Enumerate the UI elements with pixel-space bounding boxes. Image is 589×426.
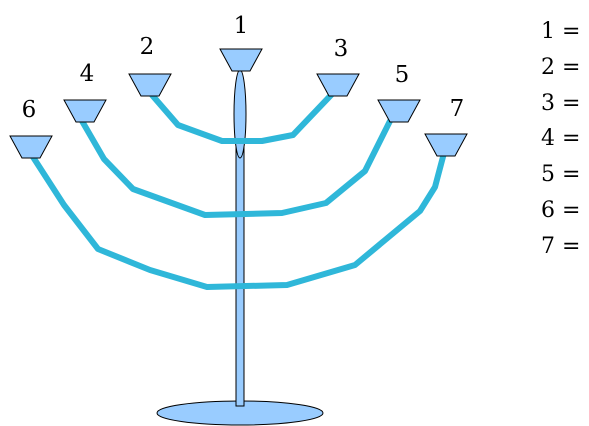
cup-7-label: 7 xyxy=(450,96,465,122)
legend-item: 2 = xyxy=(541,55,580,80)
cup-5-label: 5 xyxy=(395,62,410,88)
cup-6-label: 6 xyxy=(22,97,37,123)
cup-4-label: 4 xyxy=(80,61,95,87)
cup-2-label: 2 xyxy=(140,34,155,60)
legend: 1 = 2 = 3 = 4 = 5 = 6 = 7 = xyxy=(541,19,580,259)
cup-2 xyxy=(129,74,171,96)
legend-item: 3 = xyxy=(541,91,580,116)
legend-item: 5 = xyxy=(541,162,580,187)
cup-1-label: 1 xyxy=(234,13,249,39)
cup-4 xyxy=(64,100,106,122)
cup-6 xyxy=(10,136,52,158)
legend-item: 7 = xyxy=(541,234,580,259)
cup-1 xyxy=(220,49,262,71)
legend-item: 4 = xyxy=(541,126,580,151)
cup-5 xyxy=(378,100,420,122)
cup-3 xyxy=(317,74,359,96)
legend-item: 6 = xyxy=(541,198,580,223)
cup-3-label: 3 xyxy=(334,36,349,62)
stem-upper-knob xyxy=(234,70,246,158)
cup-7 xyxy=(425,134,467,156)
legend-item: 1 = xyxy=(541,19,580,44)
